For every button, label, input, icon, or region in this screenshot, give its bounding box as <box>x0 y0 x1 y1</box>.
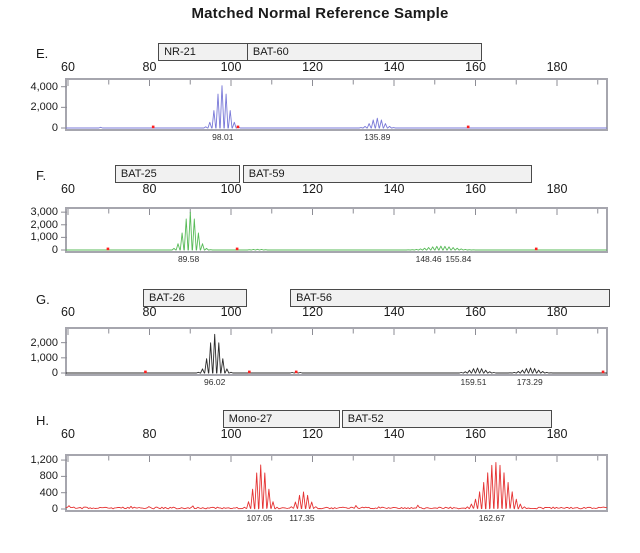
panel-letter: H. <box>36 413 49 428</box>
x-tick-label: 60 <box>61 182 75 196</box>
marker-box-mono-27: Mono-27 <box>222 410 340 428</box>
trace <box>65 211 607 251</box>
x-tick-label: 80 <box>142 427 157 441</box>
y-tick-label: 2,000 <box>30 218 58 231</box>
plot-border <box>65 207 608 253</box>
y-tick-label: 800 <box>39 470 58 483</box>
x-tick-label: 180 <box>546 182 568 196</box>
y-tick-label: 4,000 <box>30 80 58 93</box>
peak-label: 173.29 <box>516 377 543 387</box>
peak-label: 135.89 <box>364 132 391 142</box>
x-tick-label: 80 <box>142 305 157 319</box>
marker-box-bat-60: BAT-60 <box>246 43 482 61</box>
x-tick-label: 100 <box>220 427 242 441</box>
size-standard-dot <box>534 247 538 251</box>
x-tick-label: 160 <box>465 182 486 196</box>
x-tick-label: 120 <box>302 60 323 74</box>
trace <box>65 333 607 374</box>
size-standard-dot <box>106 247 110 251</box>
x-tick-label: 100 <box>220 60 242 74</box>
x-tick-label: 60 <box>61 305 75 319</box>
y-tick-label: 0 <box>51 122 58 134</box>
y-tick-label: 2,000 <box>30 101 58 114</box>
x-tick-label: 100 <box>220 182 242 196</box>
peak-label: 162.67 <box>478 513 505 523</box>
x-tick-label: 180 <box>546 427 568 441</box>
x-tick-label: 80 <box>142 60 157 74</box>
trace-plot <box>61 454 608 512</box>
trace <box>65 462 607 510</box>
x-tick-label: 120 <box>302 427 323 441</box>
marker-box-bat-52: BAT-52 <box>341 410 552 428</box>
x-tick-label: 140 <box>383 427 405 441</box>
y-tick-label: 1,200 <box>30 454 58 467</box>
size-standard-dot <box>144 370 147 374</box>
trace <box>65 85 607 129</box>
x-tick-label: 80 <box>142 182 157 196</box>
peak-label: 107.05 <box>246 513 273 523</box>
peak-label: 98.01 <box>212 132 234 142</box>
x-tick-label: 160 <box>465 60 486 74</box>
trace-plot <box>61 327 608 376</box>
x-tick-label: 60 <box>61 427 75 441</box>
x-tick-label: 120 <box>302 305 323 319</box>
peak-label: 89.58 <box>177 254 200 264</box>
size-standard-dot <box>151 125 155 129</box>
marker-box-nr-21: NR-21 <box>158 43 248 61</box>
panel-letter: E. <box>36 46 49 61</box>
x-tick-label: 140 <box>383 182 405 196</box>
marker-box-bat-25: BAT-25 <box>114 165 241 183</box>
peak-label: 155.84 <box>445 254 472 264</box>
plot-border <box>65 327 608 376</box>
marker-box-bat-59: BAT-59 <box>242 165 532 183</box>
size-standard-dot <box>466 125 470 129</box>
x-tick-label: 120 <box>302 182 323 196</box>
size-standard-dot <box>235 247 239 251</box>
y-tick-label: 0 <box>51 503 58 515</box>
y-tick-label: 1,000 <box>30 231 58 244</box>
peak-label: 159.51 <box>460 377 487 387</box>
size-standard-dot <box>601 370 605 374</box>
trace-plot <box>61 78 608 131</box>
plot-border <box>65 78 608 131</box>
x-tick-label: 100 <box>220 305 242 319</box>
y-tick-label: 3,000 <box>30 206 58 219</box>
plot-border <box>65 454 608 512</box>
panel-letter: G. <box>36 292 50 307</box>
x-tick-label: 180 <box>546 305 568 319</box>
peak-label: 96.02 <box>204 377 226 387</box>
y-tick-label: 2,000 <box>30 336 58 349</box>
size-standard-dot <box>236 125 240 129</box>
size-standard-dot <box>248 370 251 374</box>
x-tick-label: 140 <box>383 60 405 74</box>
panel-letter: F. <box>36 168 47 183</box>
x-tick-label: 180 <box>546 60 568 74</box>
y-tick-label: 0 <box>51 367 58 379</box>
x-tick-label: 140 <box>383 305 405 319</box>
peak-label: 148.46 <box>415 254 442 264</box>
marker-box-bat-56: BAT-56 <box>290 289 611 307</box>
peak-label: 117.35 <box>289 513 315 523</box>
x-tick-label: 60 <box>61 60 75 74</box>
y-tick-label: 1,000 <box>30 351 58 364</box>
x-tick-label: 160 <box>465 305 486 319</box>
figure-title: Matched Normal Reference Sample <box>191 5 449 22</box>
marker-box-bat-26: BAT-26 <box>143 289 247 307</box>
y-tick-label: 400 <box>39 486 58 499</box>
size-standard-dot <box>294 370 298 374</box>
y-tick-label: 0 <box>51 244 58 256</box>
x-tick-label: 160 <box>465 427 486 441</box>
trace-plot <box>61 207 608 253</box>
